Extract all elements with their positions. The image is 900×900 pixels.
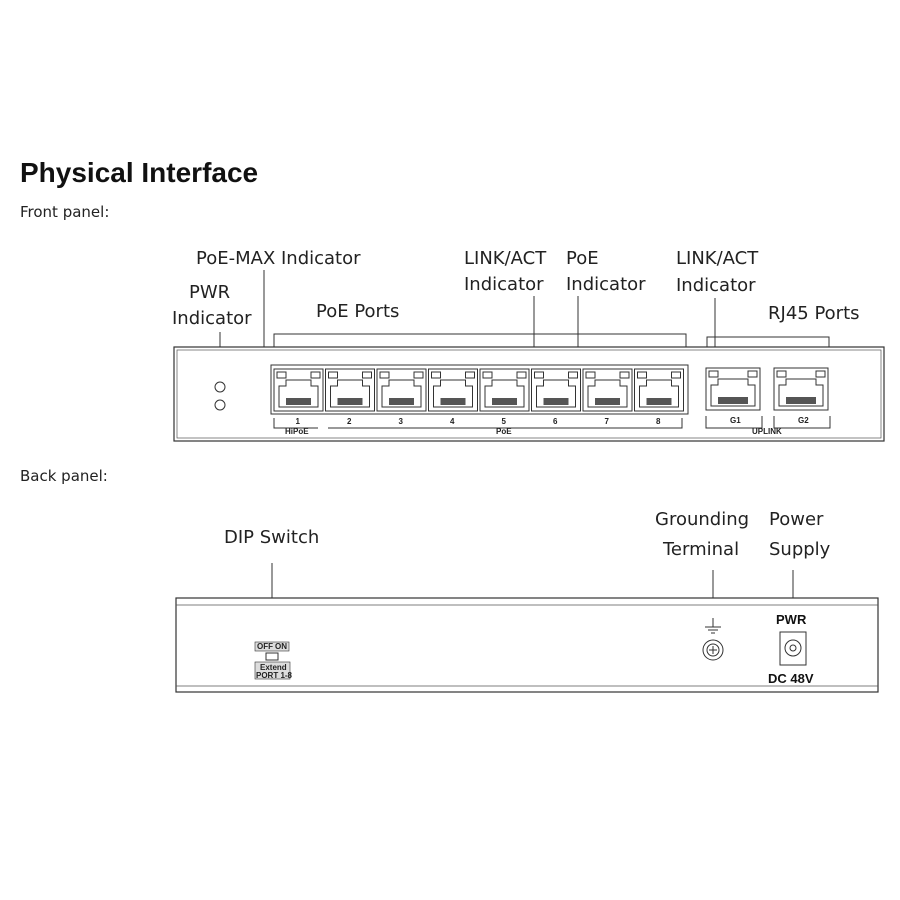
dc-power-jack — [779, 631, 807, 666]
uplink-linkact-indicator-label: Indicator — [676, 275, 756, 296]
port-number: 1 — [296, 417, 301, 426]
port-number: 5 — [502, 417, 507, 426]
uplink-port-g2[interactable]: G2 — [773, 367, 829, 425]
poe-max-label: PoE-MAX Indicator — [196, 248, 361, 269]
supply-label: Supply — [769, 539, 831, 560]
port-led-left — [276, 371, 287, 379]
pwr-led — [214, 381, 226, 393]
uplink-port-g1[interactable]: G1 — [705, 367, 761, 425]
port-number: 3 — [399, 417, 404, 426]
group-hipoe-label: HiPoE — [285, 427, 309, 436]
poe-port-4[interactable]: 4 — [428, 368, 478, 426]
port-led-left — [431, 371, 441, 379]
poe-port-2[interactable]: 2 — [325, 368, 375, 426]
pwr-indicator-label: Indicator — [172, 308, 252, 329]
poe-ports-bracket — [273, 333, 687, 358]
dip-switch-label: DIP Switch — [224, 527, 319, 548]
terminal-label: Terminal — [662, 539, 739, 560]
poe-port-3[interactable]: 3 — [376, 368, 427, 426]
port-number: G2 — [798, 416, 809, 425]
port-led-left — [585, 371, 596, 379]
port-number: 8 — [656, 417, 661, 426]
port-led-right — [671, 371, 681, 379]
dip-port-label: PORT 1-8 — [256, 671, 293, 680]
port-number: G1 — [730, 416, 741, 425]
poe-port-1[interactable]: 1 — [273, 368, 324, 426]
rj45-ports-label: RJ45 Ports — [768, 303, 860, 324]
back-callouts: DIP Switch Grounding Terminal Power Supp… — [224, 509, 831, 640]
port-led-right — [568, 371, 578, 379]
poe-ports-label: PoE Ports — [316, 301, 399, 322]
port-led-right — [465, 371, 475, 379]
port-led-left — [776, 370, 787, 378]
port-led-right — [413, 371, 424, 379]
uplink-linkact-label: LINK/ACT — [676, 248, 759, 269]
port-led-right — [362, 371, 372, 379]
back-panel-heading: Back panel: — [20, 467, 108, 485]
front-callouts: PoE-MAX Indicator PWR Indicator PoE Port… — [172, 248, 860, 406]
dc-voltage-label: DC 48V — [768, 671, 814, 686]
pwr-label: PWR — [189, 282, 230, 303]
poe-indicator-label: PoE — [566, 248, 599, 269]
port-led-right — [516, 371, 527, 379]
dip-switch[interactable]: OFF ON Extend PORT 1-8 — [254, 641, 293, 680]
port-led-left — [328, 371, 338, 379]
front-panel-heading: Front panel: — [20, 203, 109, 221]
port-led-left — [637, 371, 647, 379]
group-poe-label: PoE — [496, 427, 512, 436]
dip-extend-label: Extend — [260, 663, 287, 672]
poe-port-7[interactable]: 7 — [582, 368, 633, 426]
port-number: 6 — [553, 417, 558, 426]
power-label: Power — [769, 509, 824, 530]
grounding-label: Grounding — [655, 509, 749, 530]
page-title: Physical Interface — [20, 157, 258, 188]
port-number: 7 — [605, 417, 610, 426]
group-uplink-label: UPLINK — [752, 427, 782, 436]
port-number: 4 — [450, 417, 455, 426]
dip-on-label: ON — [275, 642, 287, 651]
port-number: 2 — [347, 417, 352, 426]
port-led-right — [815, 370, 826, 378]
port-led-left — [534, 371, 544, 379]
port-led-left — [379, 371, 390, 379]
linkact-label: LINK/ACT — [464, 248, 547, 269]
poe-indicator-label-2: Indicator — [566, 274, 646, 295]
dip-off-label: OFF — [257, 642, 273, 651]
poe-port-5[interactable]: 5 — [479, 368, 530, 426]
grounding-terminal — [702, 618, 724, 661]
port-led-right — [747, 370, 758, 378]
poe-port-8[interactable]: 8 — [634, 368, 684, 426]
port-led-left — [708, 370, 719, 378]
port-led-left — [482, 371, 493, 379]
linkact-indicator-label: Indicator — [464, 274, 544, 295]
back-panel: OFF ON Extend PORT 1-8 PWR DC 48V — [175, 597, 879, 693]
poe-port-6[interactable]: 6 — [531, 368, 581, 426]
front-panel: 1 2 3 4 5 6 7 8 G1 G2 HiPoE PoE UPLINK — [173, 346, 885, 442]
port-led-right — [310, 371, 321, 379]
poe-max-led — [214, 399, 226, 411]
pwr-back-label: PWR — [776, 612, 807, 627]
port-led-right — [619, 371, 630, 379]
